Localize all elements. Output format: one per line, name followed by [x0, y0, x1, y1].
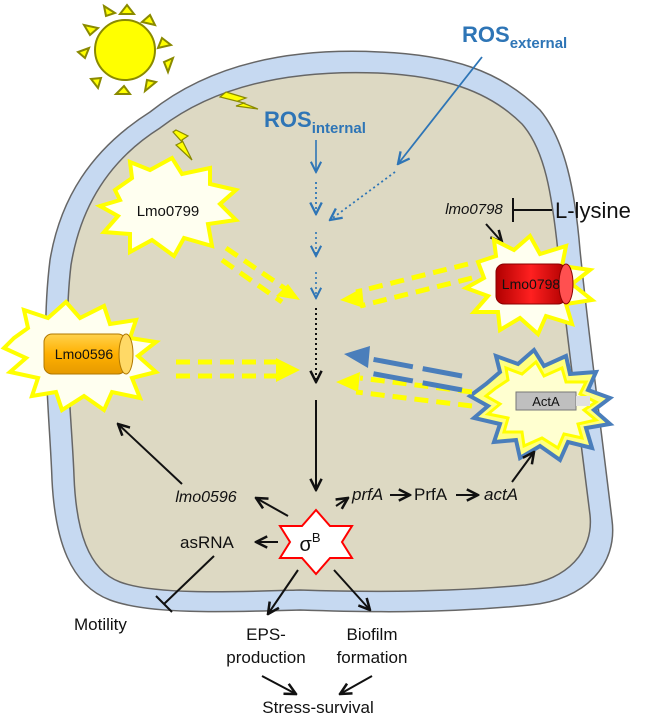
arrow-eps-to-stress — [261, 675, 296, 694]
prfa-gene-label: prfA — [351, 485, 383, 504]
lmo0798-label: Lmo0798 — [502, 276, 561, 292]
ros-arrows — [316, 56, 483, 298]
lmo0799-label: Lmo0799 — [137, 203, 200, 220]
sigma-label: σB — [299, 530, 320, 556]
arrow-sigma-to-biofilm — [333, 569, 370, 610]
eps-label-line2: production — [226, 648, 305, 667]
lmo0596-gene-label: lmo0596 — [175, 489, 236, 506]
prfa-protein-label: PrfA — [414, 485, 448, 504]
lmo0798-gene-label: lmo0798 — [445, 201, 503, 218]
biofilm-label-line2: formation — [337, 648, 408, 667]
ros-internal-label: ROSinternal — [264, 107, 366, 137]
motility-label: Motility — [74, 615, 127, 634]
sun-icon — [76, 3, 175, 95]
arrow-acta-gene-to-protein — [511, 452, 534, 483]
lmo0799-protein: Lmo0799 — [94, 155, 241, 259]
lightning-icon — [172, 129, 193, 161]
cytoplasm — [66, 71, 592, 593]
eps-label-line1: EPS- — [246, 625, 286, 644]
asrna-label: asRNA — [180, 533, 235, 552]
signal-arrows-blue — [363, 355, 463, 393]
biofilm-label-line1: Biofilm — [346, 625, 397, 644]
l-lysine-label: L-lysine — [555, 198, 631, 223]
arrow-gene-to-lmo0798 — [485, 223, 502, 242]
lmo0596-protein: Lmo0596 — [0, 299, 161, 414]
signal-arrows-yellow — [176, 245, 473, 409]
ros-external-label: ROSexternal — [462, 22, 567, 52]
sigma-b-factor: σB — [278, 508, 354, 576]
arrow-lmo0596-gene-to-protein — [118, 424, 183, 485]
yellow-arrowheads — [276, 284, 364, 392]
acta-protein: ActA — [466, 346, 615, 464]
inhibition-bar-motility — [155, 595, 173, 613]
arrow-sigma-to-lmo0596 — [256, 498, 289, 517]
lmo0596-label: Lmo0596 — [55, 346, 114, 362]
blue-arrowhead — [344, 346, 370, 368]
stress-survival-label: Stress-survival — [262, 698, 373, 717]
lmo0798-protein: Lmo0798 — [461, 232, 597, 338]
arrow-sigma-to-eps — [268, 569, 299, 614]
lightning-icon — [218, 91, 259, 110]
acta-label: ActA — [532, 394, 560, 409]
acta-gene-label: actA — [484, 485, 518, 504]
arrow-sigma-to-prfa — [336, 498, 348, 506]
arrow-biofilm-to-stress — [340, 675, 373, 694]
inhibition-asrna-motility — [163, 555, 215, 605]
